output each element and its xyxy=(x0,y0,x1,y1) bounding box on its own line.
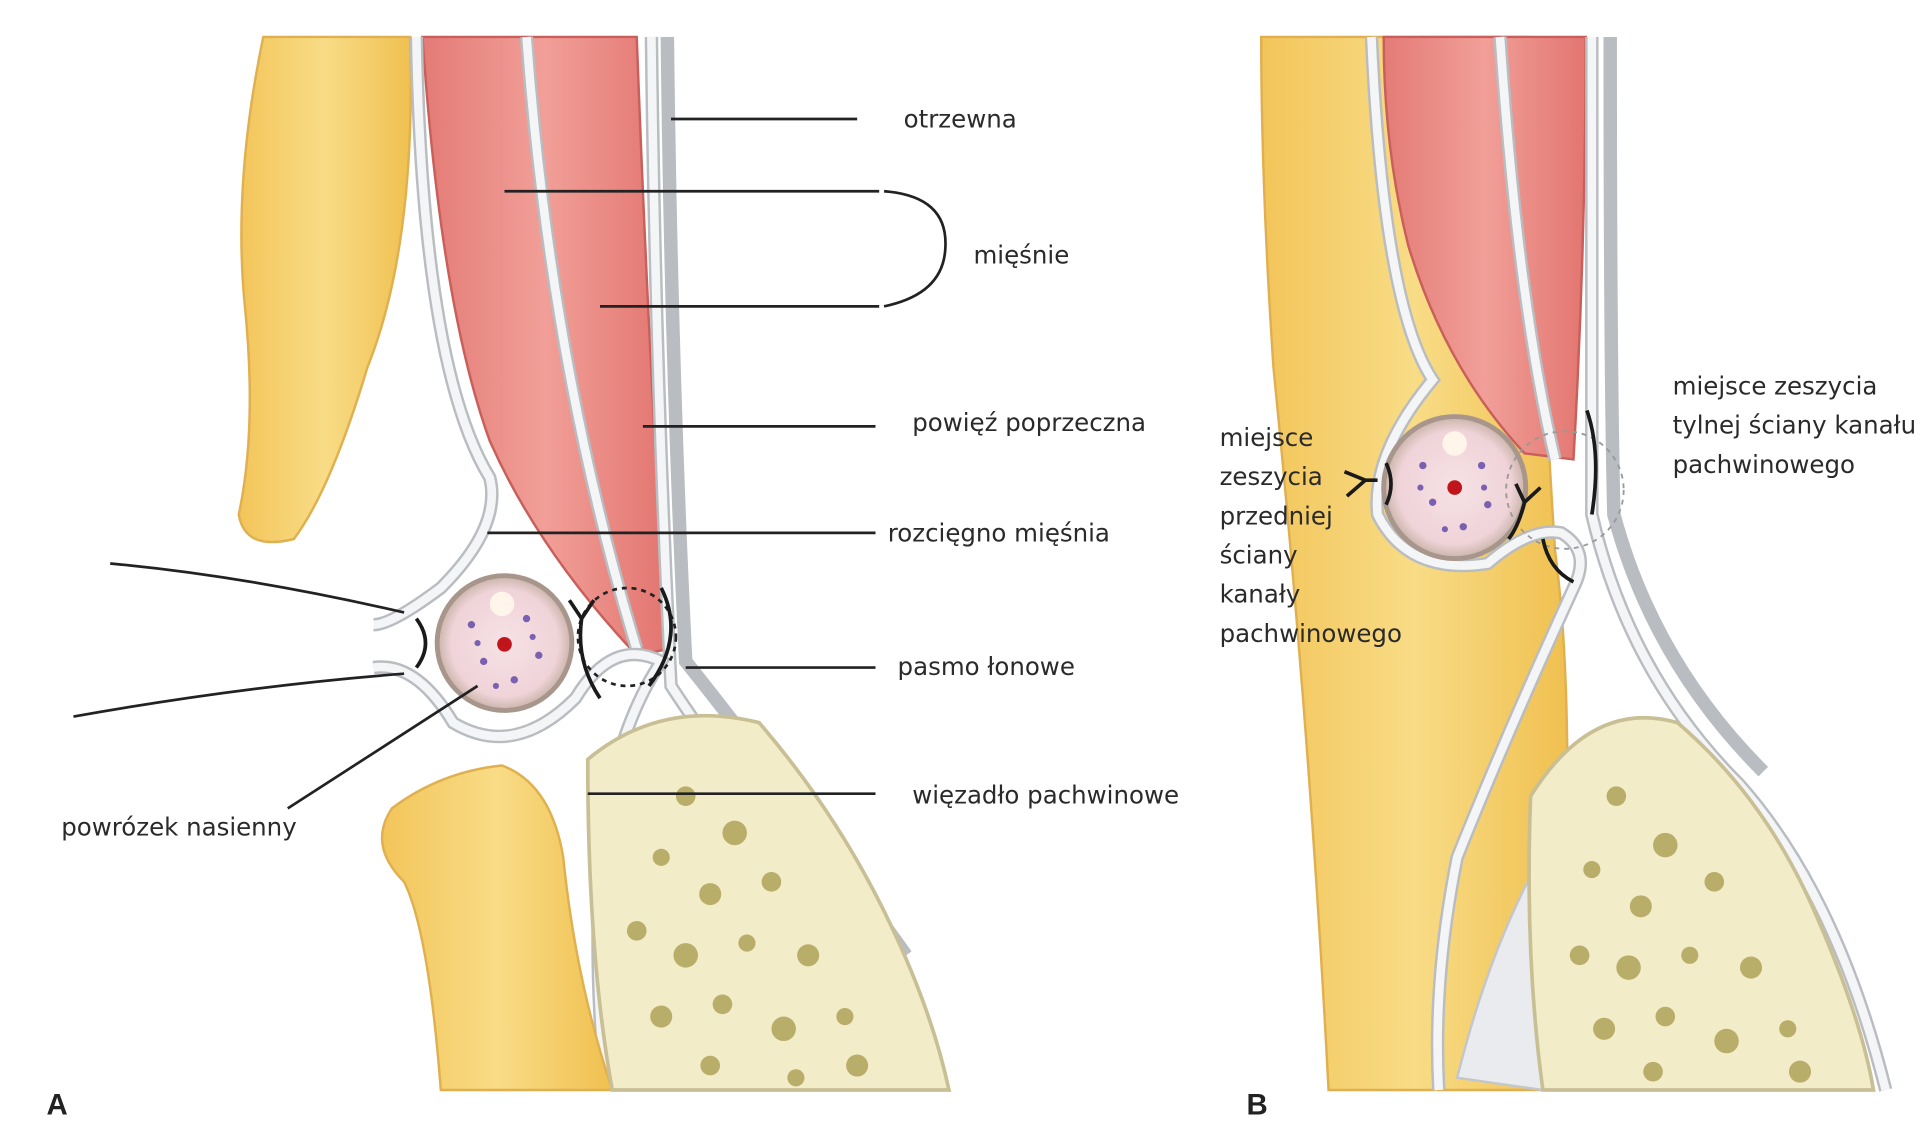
fat-lower-a xyxy=(380,764,614,1092)
label-rozciegno-miesnia: rozcięgno mięśnia xyxy=(888,518,1110,547)
label-wiezadlo-pachwinowe: więzadło pachwinowe xyxy=(912,780,1179,809)
label-otrzewna: otrzewna xyxy=(904,105,1017,134)
svg-text:kanały: kanały xyxy=(1220,580,1301,609)
panel-label-b: B xyxy=(1247,1089,1268,1122)
panel-b: B xyxy=(1247,35,1893,1122)
panel-label-a: A xyxy=(47,1089,68,1122)
svg-text:miejsce: miejsce xyxy=(1220,423,1314,452)
labels-a: otrzewna mięśnie powięź poprzeczna rozci… xyxy=(61,105,1179,842)
svg-text:zeszycia: zeszycia xyxy=(1220,462,1323,491)
svg-text:miejsce zeszycia: miejsce zeszycia xyxy=(1673,372,1878,401)
svg-text:tylnej ściany kanału: tylnej ściany kanału xyxy=(1673,411,1916,440)
labels-b-back: miejsce zeszycia tylnej ściany kanału pa… xyxy=(1673,372,1916,479)
label-powrozek-nasienny: powrózek nasienny xyxy=(61,812,296,841)
labels-b-front: miejsce zeszycia przedniej ściany kanały… xyxy=(1220,423,1402,648)
label-miesnie: mięśnie xyxy=(973,240,1069,269)
svg-text:przedniej: przedniej xyxy=(1220,501,1333,530)
svg-text:pachwinowego: pachwinowego xyxy=(1220,619,1402,648)
label-pasmo-lonowe: pasmo łonowe xyxy=(898,652,1075,681)
label-powiez-poprzeczna: powięź poprzeczna xyxy=(912,408,1146,437)
bone-b xyxy=(1527,715,1876,1092)
fat-upper-a xyxy=(237,35,413,544)
svg-text:pachwinowego: pachwinowego xyxy=(1673,450,1855,479)
bone-pores-b xyxy=(1569,786,1812,1083)
bone-a xyxy=(585,713,952,1092)
bone-pores-a xyxy=(626,786,869,1087)
panel-a: A xyxy=(47,35,952,1122)
svg-text:ściany: ściany xyxy=(1220,540,1298,569)
